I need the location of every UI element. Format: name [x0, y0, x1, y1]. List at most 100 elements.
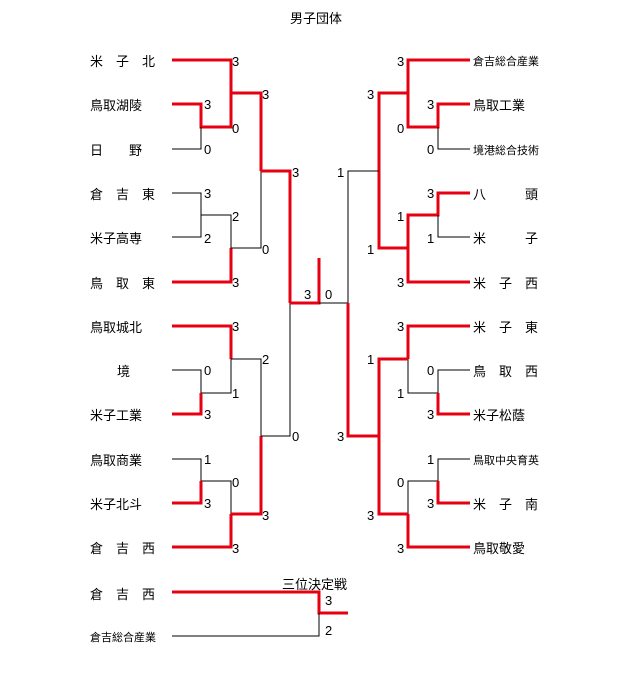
score: 0 — [262, 242, 270, 257]
team-right-8: 鳥 取 西 — [473, 365, 539, 380]
team-left-11: 米子北斗 — [90, 498, 143, 513]
team-left-5: 米子高専 — [90, 232, 143, 247]
team-right-9: 米子松蔭 — [473, 409, 526, 424]
winner-path-9 — [261, 169, 292, 303]
score: 3 — [337, 429, 345, 444]
team-third-2: 倉吉総合産業 — [90, 631, 156, 644]
team-left-12: 倉 吉 西 — [90, 542, 156, 557]
winner-path-37 — [377, 436, 408, 516]
score: 0 — [397, 475, 405, 490]
bracket-line-29 — [347, 170, 379, 303]
bracket-line-31 — [407, 359, 470, 394]
score: 1 — [204, 452, 212, 467]
score: 3 — [397, 54, 405, 69]
team-right-7: 米 子 東 — [473, 321, 539, 336]
team-left-6: 鳥 取 東 — [90, 277, 156, 292]
score: 2 — [232, 209, 240, 224]
bracket-line-40 — [172, 613, 320, 637]
score: 1 — [337, 165, 345, 180]
score: 3 — [367, 508, 375, 523]
team-right-1: 倉吉総合産業 — [473, 55, 539, 68]
final-score-right: 0 — [325, 287, 333, 302]
bracket-line-3 — [172, 127, 202, 150]
score: 1 — [427, 231, 435, 246]
winner-path-1 — [172, 58, 233, 93]
team-left-4: 倉 吉 東 — [90, 188, 156, 203]
bracket-line-18 — [261, 303, 291, 437]
team-right-10: 鳥取中央育英 — [473, 454, 539, 467]
bracket-title: 男子団体 — [290, 12, 343, 27]
team-left-2: 鳥取湖陵 — [90, 99, 143, 114]
score: 3 — [204, 97, 212, 112]
winner-path-35 — [436, 481, 470, 505]
score: 3 — [232, 541, 240, 556]
score: 0 — [232, 121, 240, 136]
winner-path-33 — [377, 357, 408, 436]
bracket-line-11 — [172, 359, 232, 394]
winner-path-27 — [406, 248, 470, 284]
score: 3 — [232, 54, 240, 69]
final-score-left: 3 — [304, 287, 312, 302]
score: 0 — [204, 363, 212, 378]
score: 1 — [427, 452, 435, 467]
bracket-line-23 — [437, 127, 470, 150]
bracket-line-8 — [231, 171, 262, 249]
winner-path-38 — [346, 303, 379, 438]
team-left-9: 米子工業 — [90, 409, 143, 424]
score: 0 — [292, 429, 300, 444]
score: 3 — [292, 165, 300, 180]
third-place-score-2: 2 — [325, 623, 333, 638]
score: 1 — [367, 242, 375, 257]
bracket-line-6 — [172, 215, 202, 238]
score: 3 — [204, 496, 212, 511]
score: 3 — [262, 87, 270, 102]
score: 2 — [204, 231, 212, 246]
score: 3 — [232, 275, 240, 290]
third-place-score-1: 3 — [325, 593, 333, 608]
team-left-7: 鳥取城北 — [90, 321, 143, 336]
score: 3 — [204, 186, 212, 201]
winner-path-2 — [172, 93, 233, 129]
winner-path-39 — [172, 590, 348, 615]
winner-path-21 — [406, 58, 470, 93]
score: 2 — [262, 352, 270, 367]
score: 1 — [232, 386, 240, 401]
team-right-2: 鳥取工業 — [473, 99, 526, 114]
third-place-title: 三位決定戦 — [282, 578, 348, 593]
score: 0 — [427, 142, 435, 157]
team-right-6: 米 子 西 — [473, 277, 539, 292]
winner-path-24 — [377, 91, 408, 171]
team-left-1: 米 子 北 — [90, 55, 156, 70]
winner-path-7 — [172, 248, 233, 284]
team-right-5: 米 子 — [473, 232, 539, 247]
winner-path-15 — [172, 481, 203, 505]
score: 0 — [204, 142, 212, 157]
team-left-3: 日 野 — [90, 144, 143, 159]
winner-path-16 — [172, 514, 233, 549]
winner-path-10 — [172, 324, 233, 359]
score: 3 — [397, 275, 405, 290]
winner-path-12 — [172, 393, 203, 416]
team-left-10: 鳥取商業 — [90, 454, 143, 469]
winner-path-25 — [406, 191, 470, 248]
team-right-4: 八 頭 — [473, 188, 539, 203]
score: 1 — [397, 386, 405, 401]
score: 3 — [262, 508, 270, 523]
team-right-3: 境港総合技術 — [473, 144, 539, 157]
score: 3 — [427, 407, 435, 422]
bracket-line-13 — [231, 358, 262, 436]
score: 3 — [397, 541, 405, 556]
team-right-11: 米 子 南 — [473, 498, 539, 513]
winner-path-32 — [436, 393, 470, 416]
winner-path-22 — [406, 93, 470, 129]
bracket-line-26 — [437, 215, 470, 238]
winner-path-4 — [231, 91, 263, 171]
score: 3 — [367, 87, 375, 102]
score: 3 — [232, 319, 240, 334]
score: 0 — [427, 363, 435, 378]
score: 1 — [397, 209, 405, 224]
score: 0 — [232, 475, 240, 490]
score: 3 — [427, 186, 435, 201]
team-right-12: 鳥取敬愛 — [473, 542, 526, 557]
